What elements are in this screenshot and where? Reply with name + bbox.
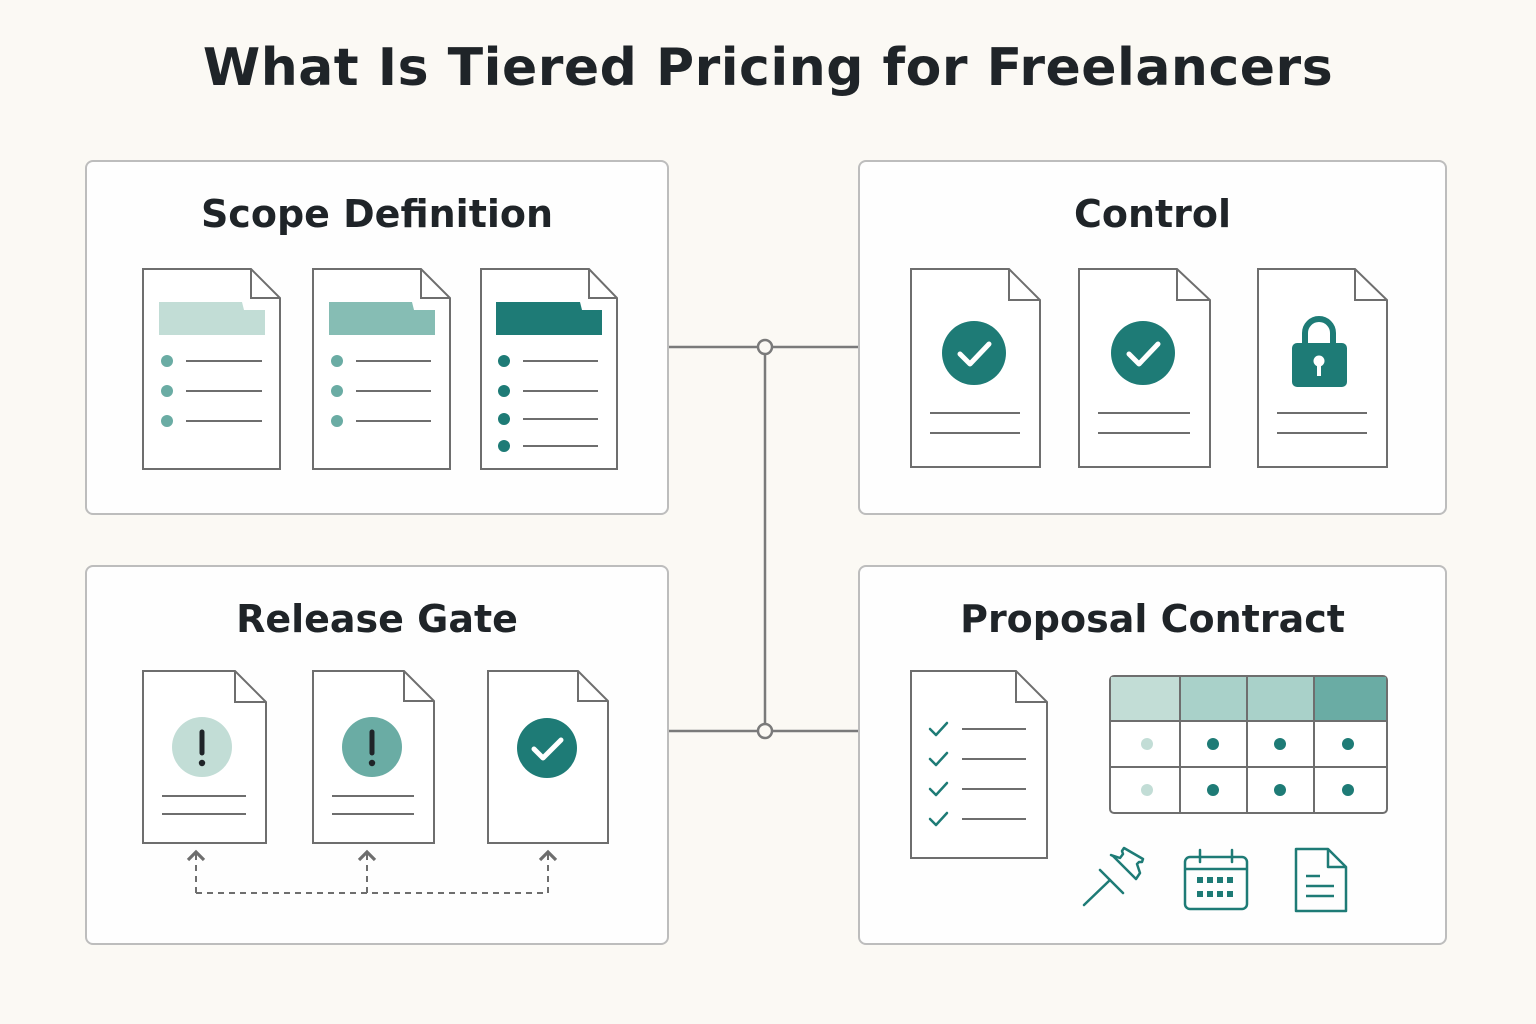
scope-doc-standard — [312, 268, 451, 470]
control-doc-locked — [1257, 268, 1388, 468]
control-title: Control — [1073, 192, 1232, 236]
proposal-checklist-doc — [910, 670, 1048, 859]
check-circle-icon — [517, 718, 577, 778]
lock-icon — [1292, 316, 1347, 387]
scope-definition-title: Scope Definition — [200, 192, 554, 236]
calendar-icon — [1183, 848, 1249, 911]
connector-lines — [669, 345, 858, 733]
page-title: What Is Tiered Pricing for Freelancers — [202, 38, 1334, 98]
proposal-contract-title: Proposal Contract — [960, 597, 1345, 641]
scope-doc-basic — [142, 268, 281, 470]
release-doc-approved — [487, 670, 609, 844]
control-doc-approved-2 — [1078, 268, 1211, 468]
connector-node-top — [756, 338, 774, 356]
release-gate-title: Release Gate — [236, 597, 518, 641]
pushpin-icon — [1082, 846, 1145, 907]
document-icon — [1294, 847, 1348, 913]
tier-comparison-table — [1109, 675, 1388, 814]
scope-doc-premium — [480, 268, 618, 470]
release-doc-warning-2 — [312, 670, 435, 844]
connector-node-bottom — [756, 722, 774, 740]
control-doc-approved-1 — [910, 268, 1041, 468]
check-circle-icon — [1111, 321, 1175, 385]
exclamation-circle-icon — [342, 717, 402, 777]
release-feedback-arrows — [186, 849, 558, 894]
exclamation-circle-icon — [172, 717, 232, 777]
release-doc-warning-1 — [142, 670, 267, 844]
check-circle-icon — [942, 321, 1006, 385]
